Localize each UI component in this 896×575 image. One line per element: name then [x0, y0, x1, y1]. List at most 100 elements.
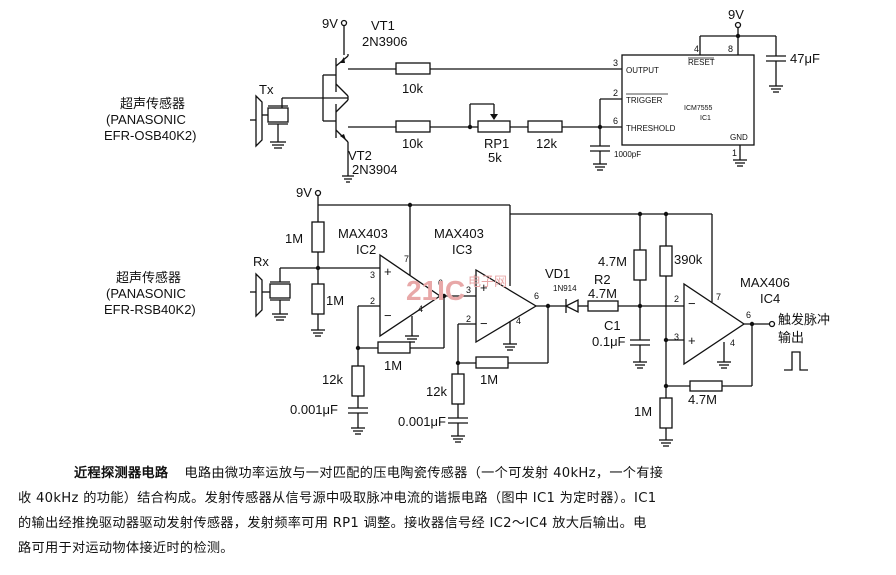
ic1-threshold-label: THRESHOLD	[626, 124, 676, 133]
opamp-ic3	[475, 268, 538, 344]
c-0001-b-label: 0.001μF	[398, 414, 446, 429]
ic1-gnd-label: GND	[730, 133, 748, 142]
ic1-pin1: 1	[732, 148, 737, 158]
r-47m-top-label: 4.7M	[598, 254, 627, 269]
svg-text:+: +	[384, 264, 392, 279]
resistor-390k	[659, 245, 673, 277]
resistor-r2	[587, 300, 619, 312]
caption-line-3: 的输出经推挽驱动器驱动发射传感器，发射频率可用 RP1 调整。接收器信号经 IC…	[18, 516, 647, 531]
supply-terminal-vt	[340, 19, 348, 27]
ic4-name: IC4	[760, 291, 780, 306]
resistor-12k-b	[451, 373, 465, 405]
ground-symbol-c1	[633, 361, 647, 369]
ic4-pin2: 2	[674, 294, 679, 304]
r-47m-fb-label: 4.7M	[688, 392, 717, 407]
r2-name: R2	[594, 272, 611, 287]
r-1m-a-label: 1M	[285, 231, 303, 246]
rx-sensor-title: 超声传感器	[116, 270, 181, 286]
ic2-pin6: 6	[438, 278, 443, 288]
tx-sensor-maker: (PANASONIC	[106, 112, 186, 127]
resistor-10k-bottom	[395, 120, 431, 133]
ic1-reset-label: RESET	[688, 58, 715, 67]
opamp-ic2	[379, 253, 442, 338]
rx-label: Rx	[253, 254, 269, 269]
c1-name: C1	[604, 318, 621, 333]
ic4-part: MAX406	[740, 275, 790, 290]
transmitter-section: 9V VT1 2N3906 VT2 2N3904	[104, 7, 820, 183]
r-1m-c-label: 1M	[384, 358, 402, 373]
output-label-1: 触发脉冲	[778, 312, 830, 328]
ic3-pin6: 6	[534, 291, 539, 301]
ground-symbol-1000pf	[593, 163, 607, 171]
ic1-trigger-label: TRIGGER	[626, 96, 663, 105]
ground-symbol-12k-a	[351, 427, 365, 435]
receiver-section: 9V 1M 1M Rx	[104, 185, 830, 447]
c-47uf-label: 47μF	[790, 51, 820, 66]
caption-line-4: 路可用于对运动物体接近时的检测。	[18, 541, 234, 556]
supply-label-ic1: 9V	[728, 7, 744, 22]
resistor-10k-top	[395, 62, 431, 75]
ic1-name: IC1	[700, 115, 711, 122]
supply-label-rx: 9V	[296, 185, 312, 200]
ground-symbol-ic2	[405, 335, 419, 343]
resistor-47m-fb	[689, 380, 723, 392]
r-1m-b-label: 1M	[326, 293, 344, 308]
resistor-1m-a	[311, 221, 325, 253]
ic3-pin2: 2	[466, 314, 471, 324]
proximity-detector-schematic: 9V VT1 2N3906 VT2 2N3904	[104, 7, 830, 447]
rx-transducer	[250, 272, 291, 321]
ic2-name: IC2	[356, 242, 376, 257]
ic1-pin4: 4	[694, 44, 699, 54]
vt1-name: VT1	[371, 18, 395, 33]
tx-sensor-part: EFR-OSB40K2)	[104, 128, 196, 143]
c1-value: 0.1μF	[592, 334, 626, 349]
ground-symbol-rx-div	[311, 329, 325, 337]
transistor-vt2	[335, 99, 349, 143]
ic4-pin3: 3	[674, 332, 679, 342]
r2-value: 4.7M	[588, 286, 617, 301]
diode-vd1	[560, 298, 588, 314]
vd1-part: 1N914	[553, 284, 577, 293]
vd1-name: VD1	[545, 266, 570, 281]
ic3-name: IC3	[452, 242, 472, 257]
caption-line-1-text: 电路由微功率运放与一对匹配的压电陶瓷传感器（一个可发射 40kHz，一个有接	[184, 466, 664, 481]
caption-line-1: 近程探测器电路电路由微功率运放与一对匹配的压电陶瓷传感器（一个可发射 40kHz…	[74, 461, 890, 486]
rp1-value: 5k	[488, 150, 502, 165]
rp1-name: RP1	[484, 136, 509, 151]
resistor-47m-top	[633, 249, 647, 281]
resistor-12k-tx	[527, 120, 563, 133]
r-1m-e-label: 1M	[634, 404, 652, 419]
output-label-2: 输出	[778, 330, 804, 346]
ic2-pin3: 3	[370, 270, 375, 280]
ic4-pin7: 7	[716, 292, 721, 302]
transistor-vt1	[335, 54, 349, 97]
ic2-pin4: 4	[418, 304, 423, 314]
caption-title: 近程探测器电路	[74, 466, 169, 481]
svg-text:−: −	[688, 296, 696, 311]
ic1-pin2: 2	[613, 88, 618, 98]
tx-label: Tx	[259, 82, 274, 97]
ic1-pin6: 6	[613, 116, 618, 126]
ic1-pin8: 8	[728, 44, 733, 54]
ic2-part: MAX403	[338, 226, 388, 241]
output-terminal	[768, 320, 776, 328]
r-12k-b-label: 12k	[426, 384, 447, 399]
opamp-ic4	[683, 282, 746, 366]
r-12k-a-label: 12k	[322, 372, 343, 387]
supply-terminal-rx	[314, 189, 322, 197]
ic4-pin4: 4	[730, 338, 735, 348]
resistor-1m-c	[377, 341, 411, 354]
figure-caption: 近程探测器电路电路由微功率运放与一对匹配的压电陶瓷传感器（一个可发射 40kHz…	[18, 461, 890, 561]
ic1-output-label: OUTPUT	[626, 66, 659, 75]
ic2-pin7: 7	[404, 254, 409, 264]
svg-text:+: +	[480, 280, 488, 295]
vt2-name: VT2	[348, 148, 372, 163]
vt2-part: 2N3904	[352, 162, 398, 177]
ic4-pin6: 6	[746, 310, 751, 320]
ground-symbol-1m-e	[659, 439, 673, 447]
r-10k-top-label: 10k	[402, 81, 423, 96]
ground-symbol-12k-b	[451, 435, 465, 443]
r-1m-d-label: 1M	[480, 372, 498, 387]
svg-text:−: −	[480, 316, 488, 331]
resistor-1m-d	[475, 356, 509, 369]
